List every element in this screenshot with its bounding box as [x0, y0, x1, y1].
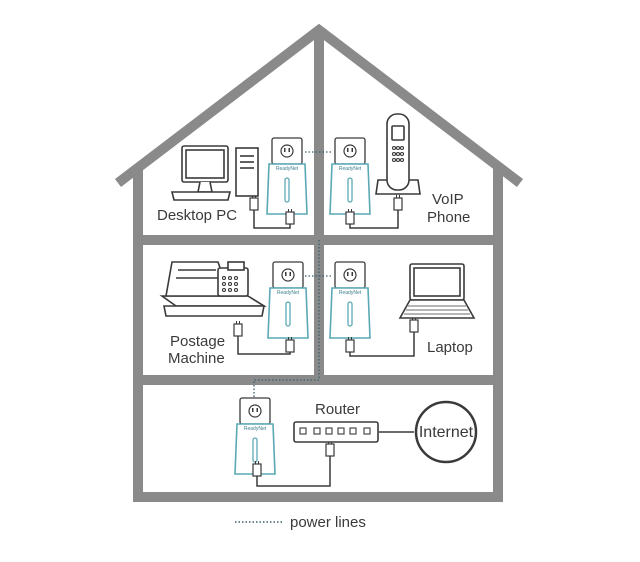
voip-phone-icon [375, 113, 421, 195]
outer-walls [133, 168, 503, 502]
cable-router [256, 454, 331, 487]
power-lines [253, 151, 333, 398]
desktop-pc-icon [170, 145, 259, 201]
postage-machine-icon [159, 261, 267, 317]
router-label: Router [315, 401, 360, 418]
laptop-icon [398, 263, 476, 319]
adapter-upper-right [329, 137, 371, 215]
adapter-middle-left [267, 261, 309, 339]
legend: power lines [235, 514, 366, 531]
brand-label: ReadyNet [276, 166, 299, 172]
labels: Desktop PC VoIP Phone Postage Machine La… [157, 191, 474, 441]
adapter-middle-right [329, 261, 371, 339]
desktop-pc-label: Desktop PC [157, 207, 237, 224]
brand-label: ReadyNet [339, 290, 362, 296]
brand-label: ReadyNet [339, 166, 362, 172]
laptop-label: Laptop [427, 339, 473, 356]
power-line-down [253, 240, 320, 398]
legend-label: power lines [290, 514, 366, 531]
voip-label-line1: VoIP [432, 191, 464, 208]
internet-label: Internet [419, 424, 474, 441]
voip-label-line2: Phone [427, 209, 470, 226]
brand-label: ReadyNet [244, 426, 267, 432]
router-icon [293, 421, 379, 443]
internet-circle-icon [414, 400, 478, 464]
brand-label: ReadyNet [277, 290, 300, 296]
adapter-upper-left [266, 137, 308, 215]
postage-label-line1: Postage [170, 333, 225, 350]
postage-label-line2: Machine [168, 350, 225, 367]
